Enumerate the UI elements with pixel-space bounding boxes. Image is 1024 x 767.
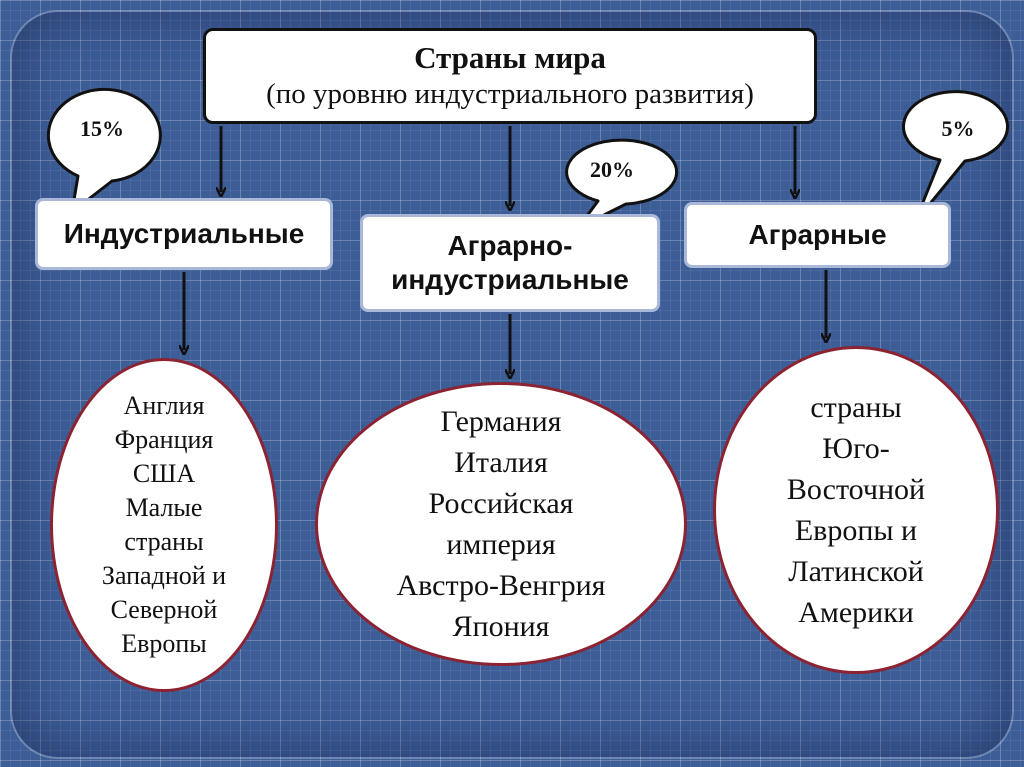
list-item: Малые <box>125 493 203 522</box>
list-item: Юго- <box>822 432 890 465</box>
diagram-title: Страны мира <box>414 40 606 75</box>
industrial-countries-list: Англия Франция США Малые страны Западной… <box>50 358 278 692</box>
list-item: Западной и <box>101 561 227 590</box>
list-item: Англия <box>123 391 205 420</box>
list-item: Америки <box>798 596 914 629</box>
diagram-title-box: Страны мира (по уровню индустриального р… <box>203 28 817 124</box>
category-agrarian-label: Аграрные <box>748 219 887 250</box>
category-agro-industrial: Аграрно- индустриальные <box>360 214 660 312</box>
category-industrial-label: Индустриальные <box>63 218 305 249</box>
list-item: Италия <box>454 446 548 479</box>
list-item: страны <box>810 391 902 424</box>
diagram-subtitle: (по уровню индустриального развития) <box>266 78 754 110</box>
list-item: Германия <box>440 405 562 438</box>
list-item: Восточной <box>786 473 926 506</box>
category-agro-industrial-label-line2: индустриальные <box>391 264 629 295</box>
list-item: Российская <box>428 487 574 520</box>
list-item: Латинской <box>788 555 924 588</box>
category-industrial: Индустриальные <box>35 198 333 270</box>
callout-bubble-agro-industrial <box>565 138 679 230</box>
list-item: Европы <box>121 629 207 658</box>
category-agro-industrial-label-line1: Аграрно- <box>447 230 573 261</box>
agrarian-countries-list: страны Юго- Восточной Европы и Латинской… <box>713 346 999 674</box>
list-item: страны <box>124 527 204 556</box>
agro-industrial-countries-list: Германия Италия Российская империя Австр… <box>315 382 687 666</box>
callout-bubble-industrial <box>46 87 162 214</box>
share-agrarian: 5% <box>941 116 975 141</box>
list-item: Европы и <box>794 514 918 547</box>
list-item: Северной <box>110 595 218 624</box>
category-agrarian: Аграрные <box>684 202 951 268</box>
callout-bubble-agrarian <box>902 90 1009 224</box>
list-item: империя <box>446 528 556 561</box>
list-item: Япония <box>452 610 550 643</box>
list-item: США <box>132 459 196 488</box>
share-agro-industrial: 20% <box>590 157 634 182</box>
list-item: Франция <box>114 425 214 454</box>
share-industrial: 15% <box>80 116 124 141</box>
list-item: Австро-Венгрия <box>396 569 606 602</box>
